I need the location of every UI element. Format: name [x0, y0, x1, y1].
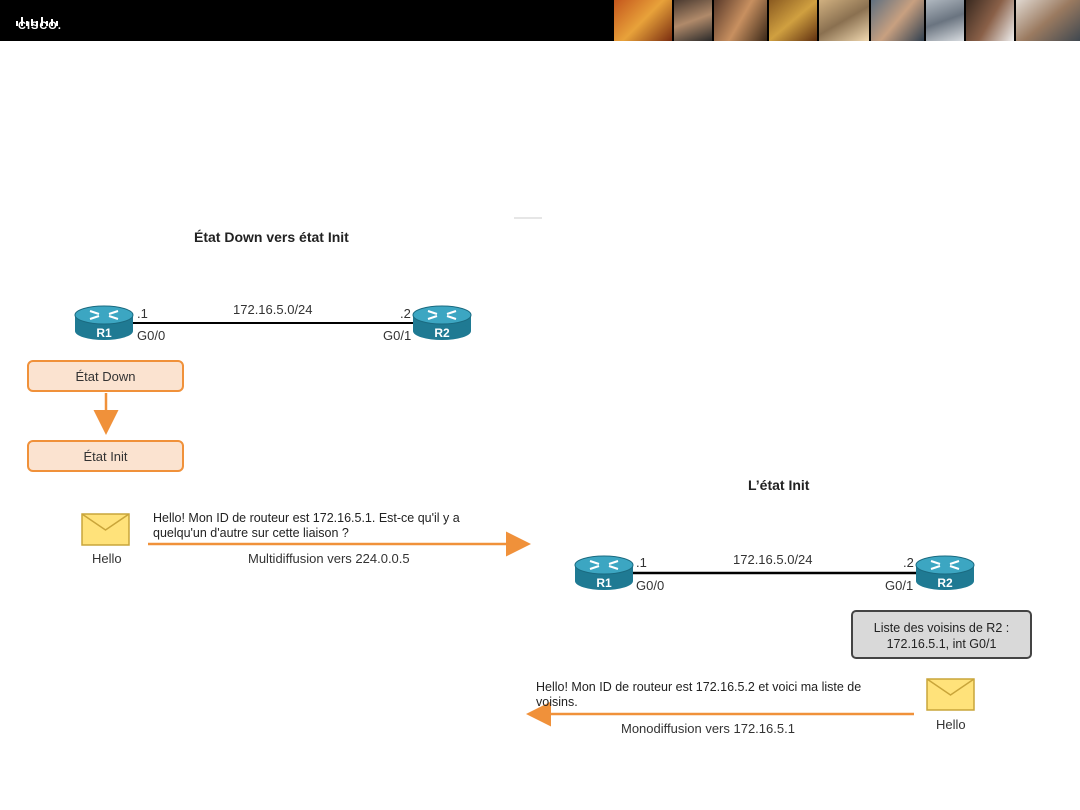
- envelope-icon-right: [926, 678, 975, 711]
- photo-5: [817, 0, 869, 41]
- right-r2-addr: .2: [903, 555, 914, 570]
- neighbor-list-line2: 172.16.5.1, int G0/1: [886, 637, 997, 651]
- right-r2-iface: G0/1: [885, 578, 914, 593]
- left-hello-label: Hello: [92, 551, 122, 566]
- right-title: L’état Init: [748, 477, 810, 493]
- photo-6: [869, 0, 924, 41]
- cisco-logo-icon: [16, 17, 58, 26]
- router-label: R1: [96, 326, 112, 340]
- header-bar: CISCO.: [0, 0, 1080, 41]
- left-r1-iface: G0/0: [137, 328, 166, 343]
- envelope-icon-left: [81, 513, 130, 546]
- right-network-label: 172.16.5.0/24: [733, 552, 813, 567]
- multicast-label: Multidiffusion vers 224.0.0.5: [248, 551, 410, 566]
- header-photo-strip: [612, 0, 1080, 41]
- left-r2-router-icon: R2: [412, 305, 472, 340]
- router-label: R2: [434, 326, 450, 340]
- right-hello-label: Hello: [936, 717, 966, 732]
- right-r2-router-icon: R2: [915, 555, 975, 590]
- cisco-logo-text: CISCO.: [18, 20, 62, 32]
- photo-1: [612, 0, 672, 41]
- right-r1-iface: G0/0: [636, 578, 665, 593]
- left-message-line2: quelqu'un d'autre sur cette liaison ?: [153, 526, 349, 540]
- left-r1-addr: .1: [137, 306, 148, 321]
- left-message-line1: Hello! Mon ID de routeur est 172.16.5.1.…: [153, 511, 460, 525]
- left-r2-addr: .2: [400, 306, 411, 321]
- right-message-line1: Hello! Mon ID de routeur est 172.16.5.2 …: [536, 680, 862, 694]
- right-message-line2: voisins.: [536, 695, 578, 709]
- left-r2-iface: G0/1: [383, 328, 412, 343]
- state-down-box: État Down: [27, 360, 184, 392]
- router-label: R2: [937, 576, 953, 590]
- photo-4: [767, 0, 817, 41]
- unicast-label: Monodiffusion vers 172.16.5.1: [621, 721, 795, 736]
- photo-3: [712, 0, 767, 41]
- photo-8: [964, 0, 1014, 41]
- left-r1-router-icon: R1: [74, 305, 134, 340]
- photo-7: [924, 0, 964, 41]
- right-r1-addr: .1: [636, 555, 647, 570]
- left-title: État Down vers état Init: [194, 229, 349, 245]
- photo-9: [1014, 0, 1080, 41]
- photo-2: [672, 0, 712, 41]
- left-network-label: 172.16.5.0/24: [233, 302, 313, 317]
- neighbor-list-line1: Liste des voisins de R2 :: [873, 621, 1010, 635]
- state-init-box: État Init: [27, 440, 184, 472]
- right-r1-router-icon: R1: [574, 555, 634, 590]
- neighbor-list-box: Liste des voisins de R2 : 172.16.5.1, in…: [851, 610, 1032, 659]
- router-label: R1: [596, 576, 612, 590]
